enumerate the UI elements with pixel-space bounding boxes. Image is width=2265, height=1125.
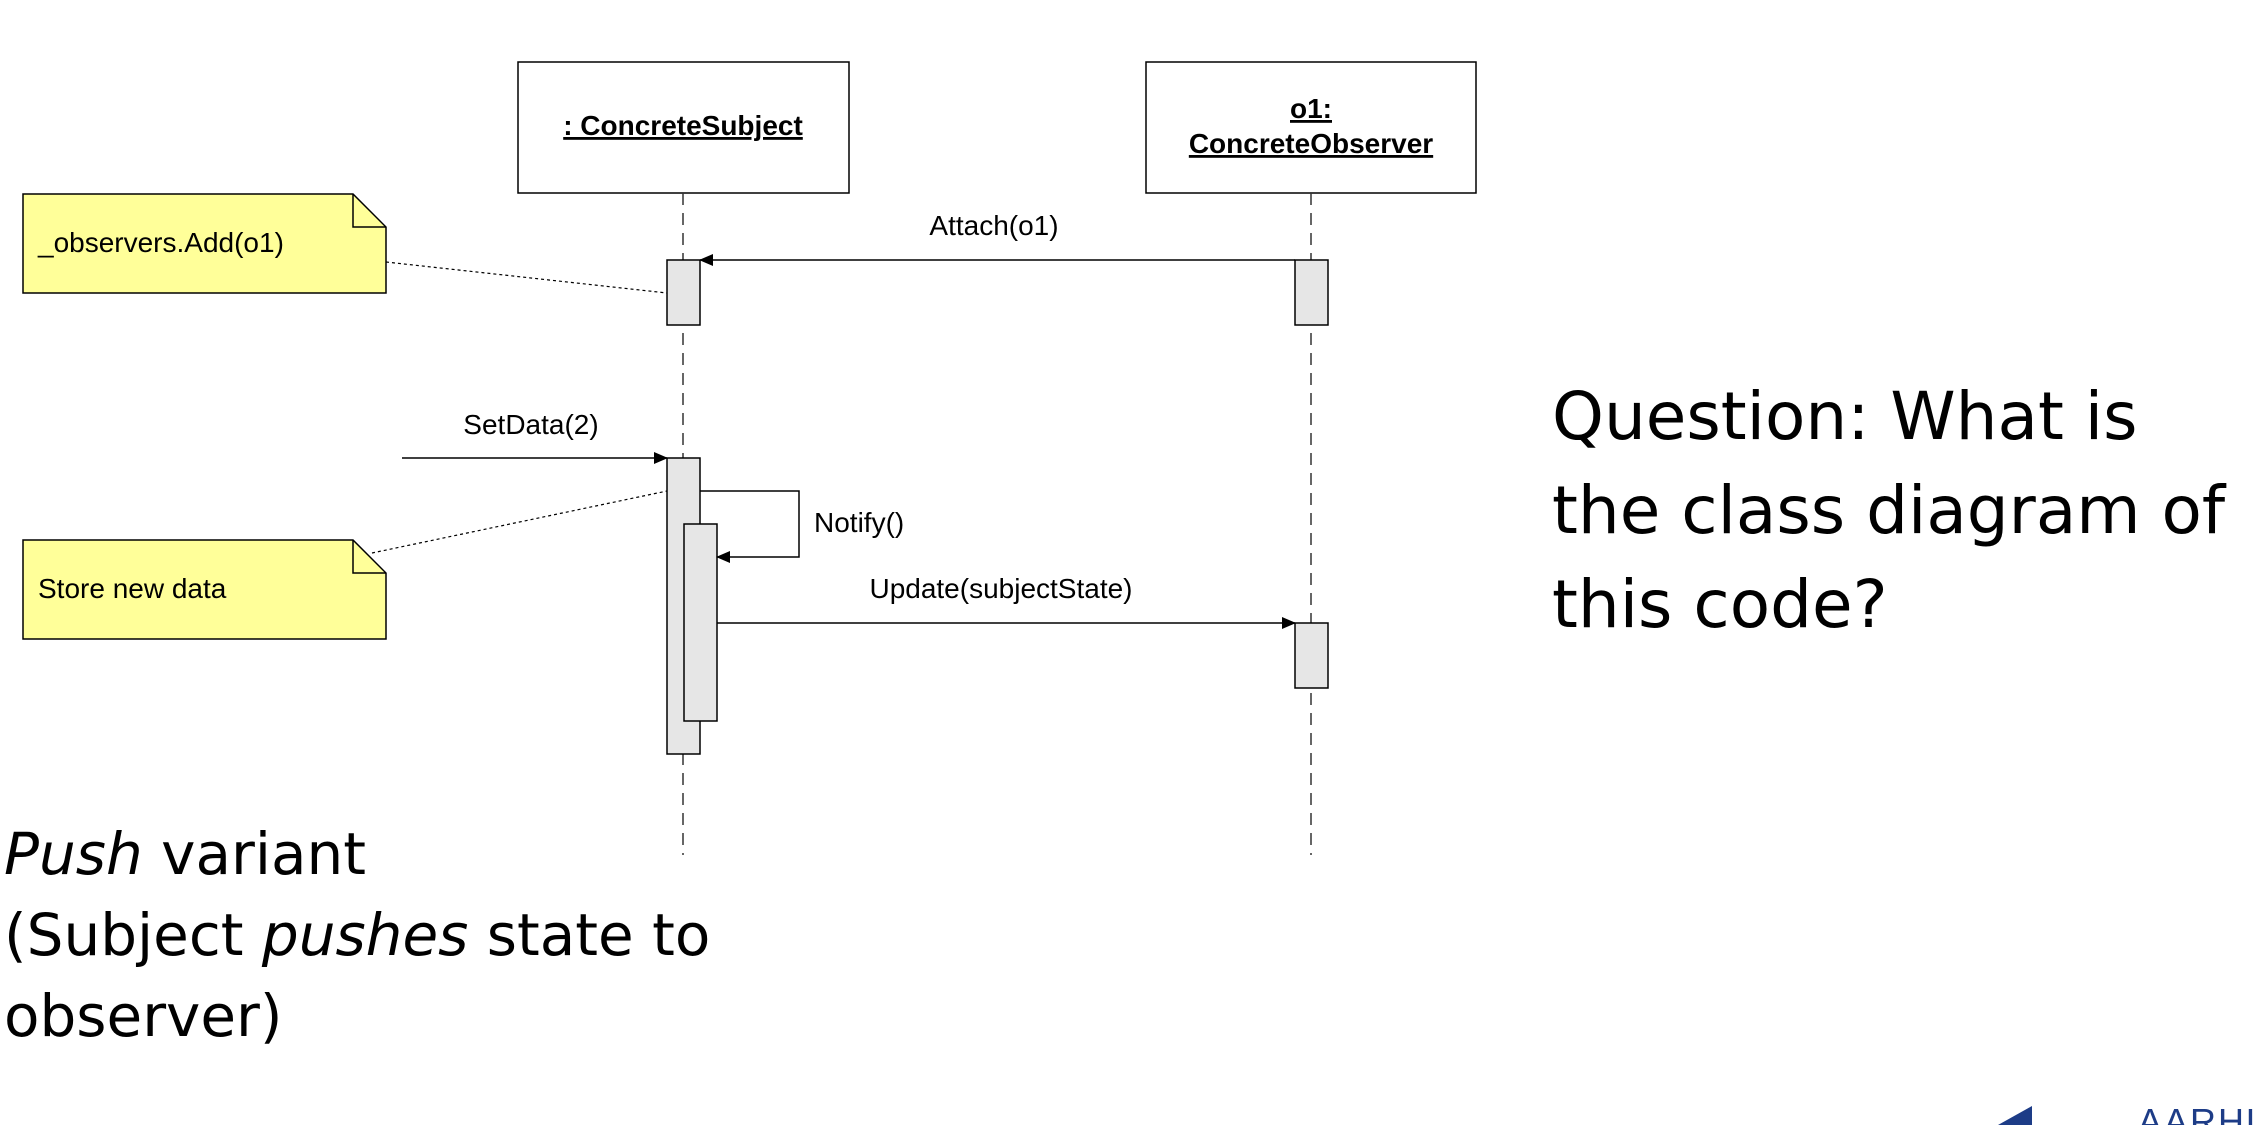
observer-lifeline-box [1145,61,1477,194]
push-word: Push [4,820,143,888]
question-text: Question: What is the class diagram of t… [1552,378,2226,643]
store-data-note-fold [352,540,386,574]
update-message-label: Update(subjectState) [869,573,1132,604]
store-data-note-text: Store new data [38,573,227,604]
attach-message-label: Attach(o1) [929,210,1058,241]
variant-line-1: Push variant [4,814,764,895]
subject-activation-attach [666,259,701,326]
university-logo-icon [1998,1106,2032,1125]
variant-line-3: observer) [4,982,283,1050]
observer-lifeline-label-line2: ConcreteObserver [1189,128,1433,159]
variant-line-2-suffix: state to [468,901,711,969]
observers-add-note-text: _observers.Add(o1) [37,227,284,258]
store-data-note-connector [371,490,668,554]
observer-lifeline-label-line1: o1: [1290,93,1332,124]
variant-line-2: (Subject pushes state to [4,895,764,976]
pushes-word: pushes [261,901,469,969]
setdata-message-label: SetData(2) [463,409,598,440]
observer-activation-attach [1294,259,1329,326]
notify-message-label: Notify() [814,507,904,538]
variant-line-2-prefix: (Subject [4,901,262,969]
subject-lifeline-box [517,61,850,194]
observers-add-note-fold [352,194,386,228]
sequence-diagram: : ConcreteSubject o1: ConcreteObserver A… [22,61,1477,855]
observers-add-note [22,193,387,294]
subject-lifeline-label: : ConcreteSubject [563,110,803,141]
notify-message-arrow [700,490,800,563]
variant-description: Push variant (Subject pushes state to ob… [4,814,764,1057]
university-logo-text: AARHUS [2138,1101,2265,1125]
observer-activation-update [1294,622,1329,689]
store-data-note [22,539,387,640]
subject-activation-notify [683,523,718,722]
variant-word: variant [142,820,367,888]
observers-add-note-connector [385,261,668,294]
